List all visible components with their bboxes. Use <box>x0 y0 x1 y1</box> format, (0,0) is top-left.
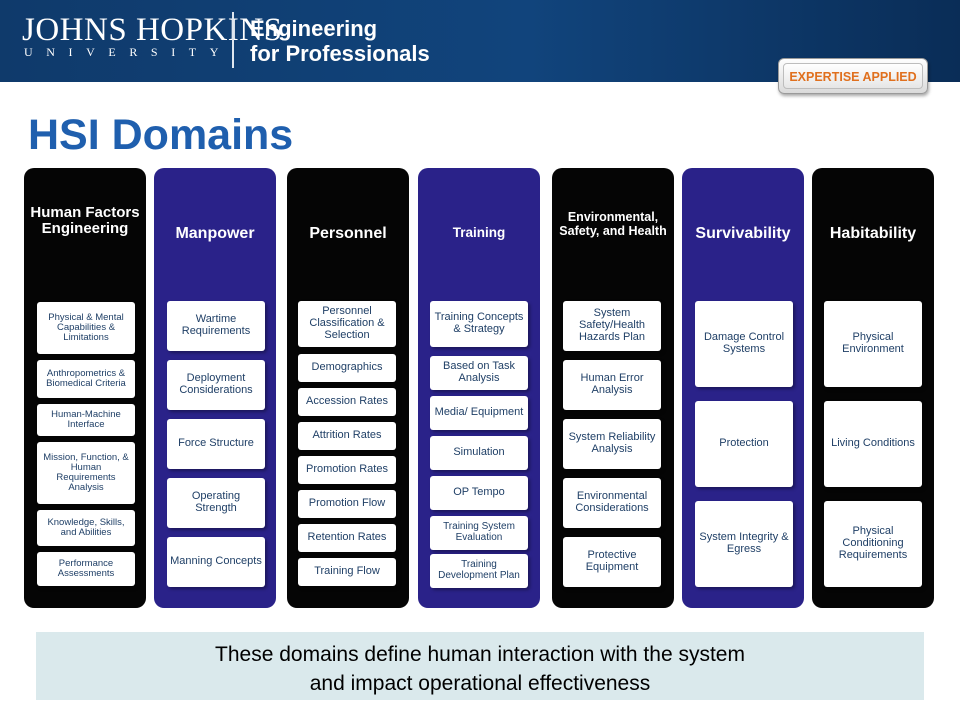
domain-title: Survivability <box>695 225 791 242</box>
domain-item: Human Error Analysis <box>563 360 661 410</box>
domain-item: Protective Equipment <box>563 537 661 587</box>
domain-item: Mission, Function, & Human Requirements … <box>37 442 135 504</box>
domain-item: System Reliability Analysis <box>563 419 661 469</box>
domain-title: Human Factors Engineering <box>30 204 140 238</box>
domain-item: Simulation <box>430 436 528 470</box>
domain-item: Promotion Flow <box>298 490 396 518</box>
header-divider <box>232 12 234 68</box>
domain-item: Training Flow <box>298 558 396 586</box>
expertise-badge-label: EXPERTISE APPLIED <box>783 63 923 89</box>
domain-column-habitability: Habitability Physical Environment Living… <box>812 168 934 608</box>
domain-item: Media/ Equipment <box>430 396 528 430</box>
domain-item: Wartime Requirements <box>167 301 265 351</box>
program-name-line2: for Professionals <box>250 41 430 66</box>
domain-item: Damage Control Systems <box>695 301 793 387</box>
domain-item: Training System Evaluation <box>430 516 528 550</box>
domain-item: System Safety/Health Hazards Plan <box>563 301 661 351</box>
university-logo: JOHNS HOPKINS <box>22 12 283 48</box>
domain-item: Retention Rates <box>298 524 396 552</box>
domain-title: Personnel <box>309 225 387 242</box>
domain-item: Based on Task Analysis <box>430 356 528 390</box>
domain-item: Attrition Rates <box>298 422 396 450</box>
domain-item: OP Tempo <box>430 476 528 510</box>
summary-box: These domains define human interaction w… <box>36 632 924 700</box>
domain-item: Accession Rates <box>298 388 396 416</box>
domain-item: Manning Concepts <box>167 537 265 587</box>
domain-item: System Integrity & Egress <box>695 501 793 587</box>
summary-line-2: and impact operational effectiveness <box>309 672 651 695</box>
domain-item: Physical & Mental Capabilities & Limitat… <box>37 302 135 354</box>
domain-column-personnel: Personnel Personnel Classification & Sel… <box>287 168 409 608</box>
domain-item: Performance Assessments <box>37 552 135 586</box>
domain-item: Human-Machine Interface <box>37 404 135 436</box>
domain-item: Training Development Plan <box>430 554 528 588</box>
domain-item: Demographics <box>298 354 396 382</box>
domain-item: Living Conditions <box>824 401 922 487</box>
domain-item: Physical Conditioning Requirements <box>824 501 922 587</box>
domain-item: Anthropometrics & Biomedical Criteria <box>37 360 135 398</box>
domain-column-manpower: Manpower Wartime Requirements Deployment… <box>154 168 276 608</box>
university-logo-subtitle: UNIVERSITY <box>24 45 232 59</box>
domain-item: Operating Strength <box>167 478 265 528</box>
domain-title: Manpower <box>175 225 255 242</box>
summary-line-1: These domains define human interaction w… <box>215 643 745 666</box>
domain-column-human-factors-engineering: Human Factors Engineering Physical & Men… <box>24 168 146 608</box>
domain-column-environmental-safety-health: Environmental, Safety, and Health System… <box>552 168 674 608</box>
program-name-line1: Engineering <box>250 16 378 41</box>
domain-item: Deployment Considerations <box>167 360 265 410</box>
domain-item: Training Concepts & Strategy <box>430 301 528 347</box>
domain-item: Protection <box>695 401 793 487</box>
domain-column-survivability: Survivability Damage Control Systems Pro… <box>682 168 804 608</box>
domain-item: Physical Environment <box>824 301 922 387</box>
header-bar: JOHNS HOPKINS UNIVERSITY Engineering for… <box>0 0 960 82</box>
domain-title: Habitability <box>829 225 917 242</box>
slide-title: HSI Domains <box>28 111 294 159</box>
domain-item: Promotion Rates <box>298 456 396 484</box>
domain-title: Environmental, Safety, and Health <box>559 210 667 238</box>
expertise-badge: EXPERTISE APPLIED <box>778 58 928 94</box>
domain-item: Force Structure <box>167 419 265 469</box>
domain-title: Training <box>452 225 506 240</box>
domain-item: Personnel Classification & Selection <box>298 301 396 347</box>
domain-item: Knowledge, Skills, and Abilities <box>37 510 135 546</box>
domain-item: Environmental Considerations <box>563 478 661 528</box>
domain-column-training: Training Training Concepts & Strategy Ba… <box>418 168 540 608</box>
